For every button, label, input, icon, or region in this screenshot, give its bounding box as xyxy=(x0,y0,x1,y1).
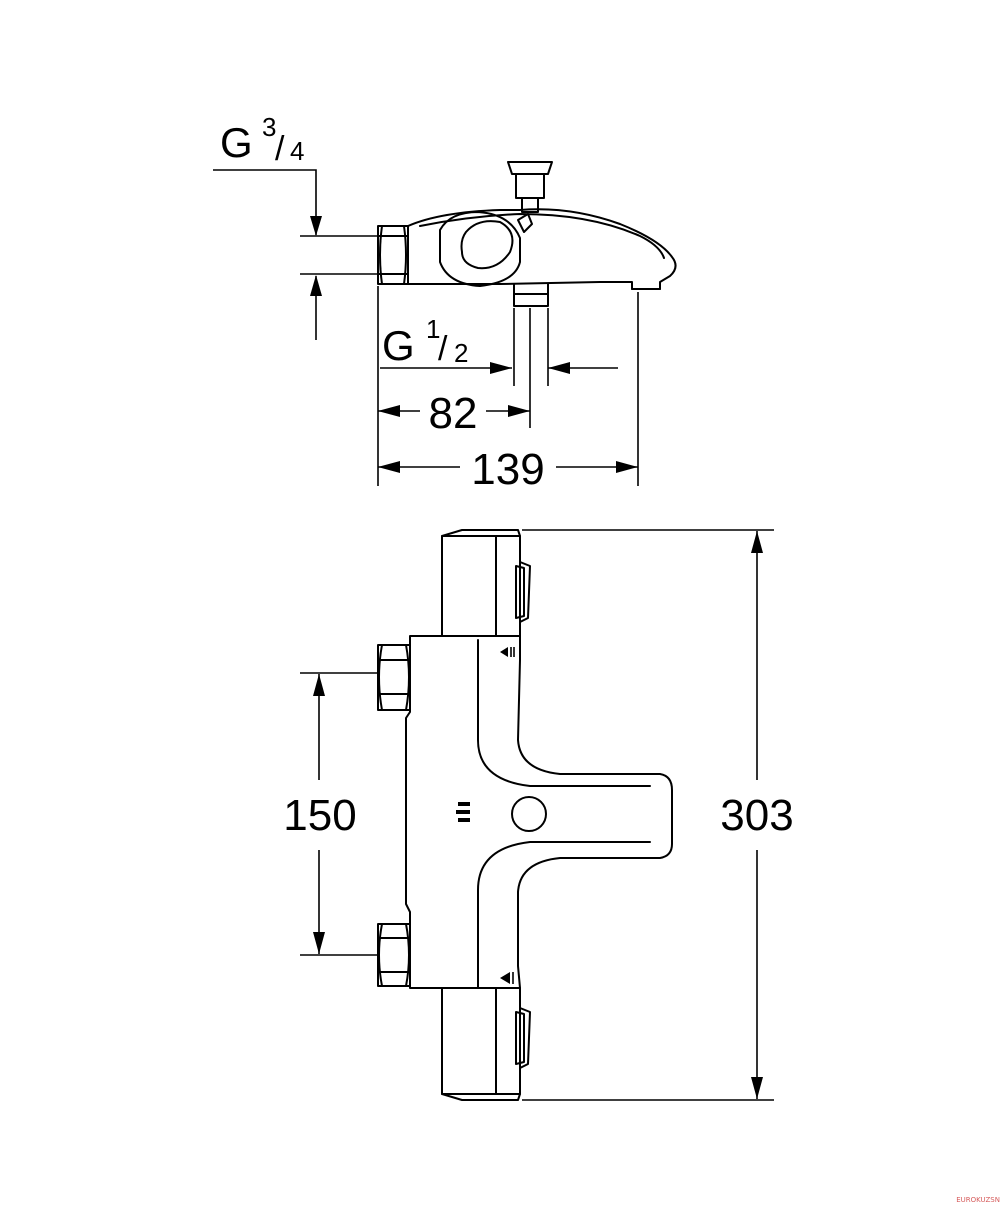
spout-body xyxy=(407,208,677,290)
side-hex-nut xyxy=(377,225,409,285)
thread-outlet-numerator: 1 xyxy=(426,314,440,344)
thread-main-arrow-down xyxy=(310,216,322,236)
top-cap xyxy=(441,529,531,637)
dimension-303: 303 xyxy=(522,529,794,1101)
thread-main-arrow-up xyxy=(310,275,322,296)
body-highlight-lower xyxy=(477,841,651,989)
side-view: G 3 / 4 xyxy=(213,112,677,494)
dimension-82: 82 xyxy=(378,389,530,438)
dimension-150-label: 150 xyxy=(283,791,356,840)
watermark: EUROKUZSN xyxy=(956,1196,1000,1204)
dimension-150: 150 xyxy=(283,672,378,956)
dimension-139-label: 139 xyxy=(471,445,544,494)
thread-main-letter: G xyxy=(220,119,253,166)
body-outline xyxy=(405,635,673,989)
thread-outlet-denominator: 2 xyxy=(454,338,468,368)
thread-main-leader xyxy=(213,169,317,235)
center-logo xyxy=(456,802,470,822)
dimension-139: 139 xyxy=(378,445,638,494)
thread-label-outlet: G 1 / 2 xyxy=(382,314,468,369)
thread-main-denominator: 4 xyxy=(290,136,304,166)
thread-main-slash: / xyxy=(275,130,285,168)
front-hex-nut-upper xyxy=(377,644,411,711)
thread-outlet-letter: G xyxy=(382,322,415,369)
thread-outlet-arrow-left xyxy=(548,362,570,374)
thread-outlet-arrow-right xyxy=(490,362,512,374)
body-highlight-upper xyxy=(477,639,651,787)
dimension-82-label: 82 xyxy=(429,389,478,438)
bottom-cap xyxy=(441,987,531,1101)
thread-label-main: G 3 / 4 xyxy=(220,112,304,168)
front-view: 150 303 xyxy=(283,529,794,1101)
diverter-knob xyxy=(507,161,553,213)
side-knob xyxy=(439,211,533,287)
flow-marker-bottom xyxy=(500,972,514,984)
front-hex-nut-lower xyxy=(377,923,411,987)
spout-highlight xyxy=(419,213,665,259)
thread-outlet-slash: / xyxy=(438,330,448,368)
center-button xyxy=(511,796,547,832)
thread-main-numerator: 3 xyxy=(262,112,276,142)
dimension-303-label: 303 xyxy=(720,791,793,840)
flow-marker-top xyxy=(500,647,515,657)
